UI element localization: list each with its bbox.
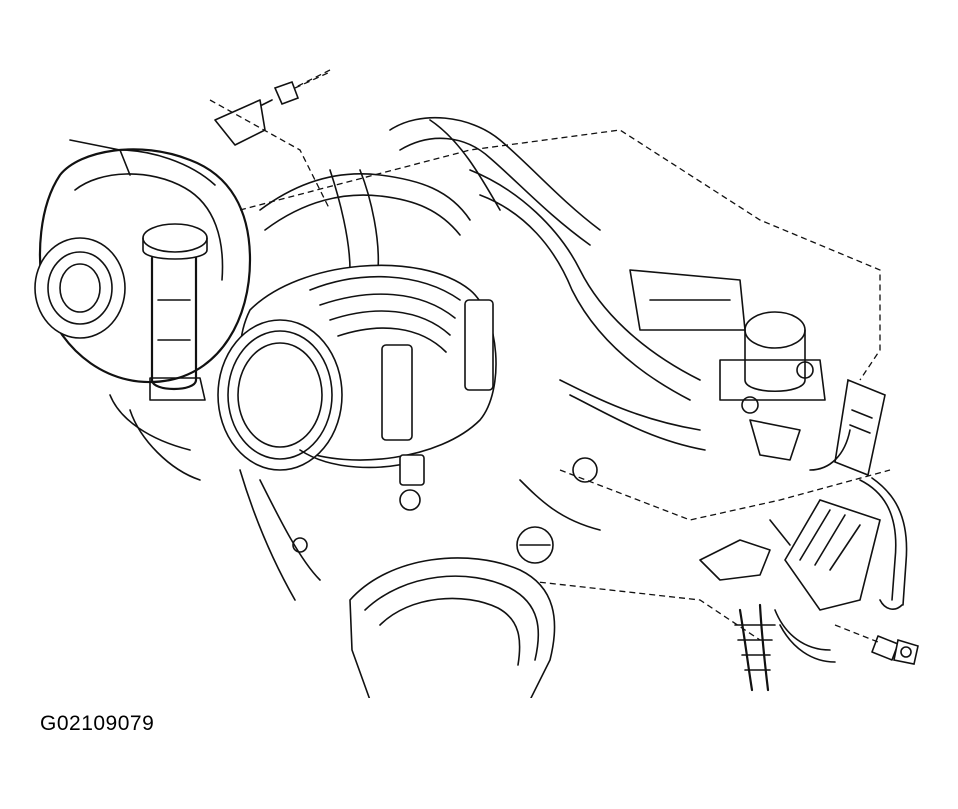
misc-fittings bbox=[239, 379, 706, 601]
engine-block-outline bbox=[209, 69, 891, 641]
top-bolt bbox=[261, 71, 331, 106]
egr-valve bbox=[629, 269, 826, 414]
control-module bbox=[784, 477, 908, 611]
turbocharger bbox=[34, 139, 252, 481]
wiring-harness bbox=[699, 519, 836, 692]
crankshaft-pulley bbox=[340, 557, 560, 710]
main-pulley-housing bbox=[217, 264, 497, 486]
intake-hoses bbox=[259, 116, 701, 401]
oil-filler-neck bbox=[142, 223, 208, 401]
mounting-bolt bbox=[834, 624, 919, 665]
sensor-bracket bbox=[749, 378, 886, 477]
diagram-code-label: G02109079 bbox=[40, 712, 155, 735]
